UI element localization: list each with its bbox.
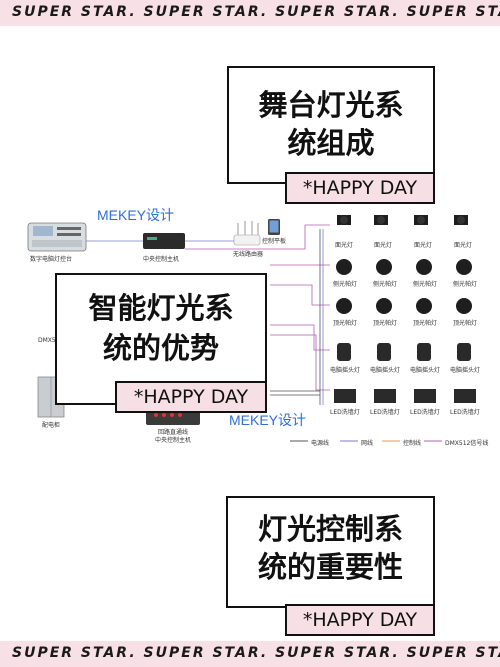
fixture-label: 面光灯 xyxy=(335,242,354,249)
host-label: 中央控制主机 xyxy=(143,256,180,263)
legend-label: DMX512信号线 xyxy=(445,440,489,447)
fixture-label: 电脑摇头灯 xyxy=(330,367,361,374)
legend-label: 电源线 xyxy=(311,440,330,447)
diagram-wiring xyxy=(27,215,476,442)
happy-day-tag: *HAPPY DAY xyxy=(285,604,435,636)
fixture-label: 电脑摇头灯 xyxy=(450,367,481,374)
fixture-label: 顶光帕灯 xyxy=(413,320,438,327)
router-device xyxy=(233,221,261,246)
fixture-row-wall-washer xyxy=(334,389,476,403)
fixture-label: 侧光帕灯 xyxy=(413,281,438,288)
legend-label: 控制线 xyxy=(403,440,422,447)
callout-control-system: 灯光控制系 统的重要性 xyxy=(226,496,435,608)
watermark-2: MEKEY设计 xyxy=(229,412,307,428)
fixture-row-top-par xyxy=(336,298,472,314)
fixture-label: 顶光帕灯 xyxy=(453,320,478,327)
fixture-label: 侧光帕灯 xyxy=(453,281,478,288)
relay-label: 回路直通线 xyxy=(158,429,189,436)
fixture-label: 电脑摇头灯 xyxy=(370,367,401,374)
tablet-label: 控制平板 xyxy=(262,238,287,245)
fixture-label: LED洗墙灯 xyxy=(330,409,360,416)
fixture-label: LED洗墙灯 xyxy=(370,409,400,416)
tablet-device xyxy=(268,219,280,235)
fixture-label: 顶光帕灯 xyxy=(373,320,398,327)
fixture-label: 侧光帕灯 xyxy=(333,281,358,288)
callout-title-line2: 统组成 xyxy=(287,126,375,160)
callout-title-line2: 统的重要性 xyxy=(257,550,403,584)
fixture-label: 侧光帕灯 xyxy=(373,281,398,288)
fixture-label: 顶光帕灯 xyxy=(333,320,358,327)
cabinet-label: 配电柜 xyxy=(42,422,61,429)
fixture-row-moving-head xyxy=(337,343,471,361)
fixture-label: 面光灯 xyxy=(374,242,393,249)
fixture-label: LED洗墙灯 xyxy=(410,409,440,416)
top-banner: SUPER STAR. SUPER STAR. SUPER STAR. SUPE… xyxy=(0,0,500,26)
host-device xyxy=(143,233,185,249)
callout-title-line1: 智能灯光系 xyxy=(88,291,234,325)
callout-stage-lighting: 舞台灯光系 统组成 xyxy=(227,66,435,184)
watermark-1: MEKEY设计 xyxy=(97,207,175,223)
console-label: 数字电脑灯控台 xyxy=(30,256,73,263)
happy-day-tag: *HAPPY DAY xyxy=(285,172,435,204)
dmx-label: DMX5 xyxy=(38,337,56,344)
callout-title-line2: 统的优势 xyxy=(102,331,219,365)
callout-title-line1: 灯光控制系 xyxy=(257,512,403,546)
console-device xyxy=(27,222,87,252)
legend-label: 网线 xyxy=(361,440,374,447)
fixture-label: 面光灯 xyxy=(454,242,473,249)
fixture-row-face xyxy=(337,215,468,225)
fixture-label: 面光灯 xyxy=(414,242,433,249)
fixture-label: 电脑摇头灯 xyxy=(410,367,441,374)
bottom-banner: SUPER STAR. SUPER STAR. SUPER STAR. SUPE… xyxy=(0,641,500,667)
top-banner-text: SUPER STAR. SUPER STAR. SUPER STAR. SUPE… xyxy=(12,4,500,20)
happy-day-tag: *HAPPY DAY xyxy=(115,381,267,413)
lighting-system-diagram: MEKEY设计 MEKEY设计 数字电脑灯控台 中央控制主机 无线路由器 控制平… xyxy=(0,205,500,455)
trunk-wiring xyxy=(185,224,330,405)
router-label: 无线路由器 xyxy=(233,251,264,258)
fixture-row-side-par xyxy=(336,259,472,275)
relay-label-2: 中央控制主机 xyxy=(155,437,192,444)
fixture-label: LED洗墙灯 xyxy=(450,409,480,416)
callout-title-line1: 舞台灯光系 xyxy=(258,88,404,122)
bottom-banner-text: SUPER STAR. SUPER STAR. SUPER STAR. SUPE… xyxy=(12,645,500,661)
